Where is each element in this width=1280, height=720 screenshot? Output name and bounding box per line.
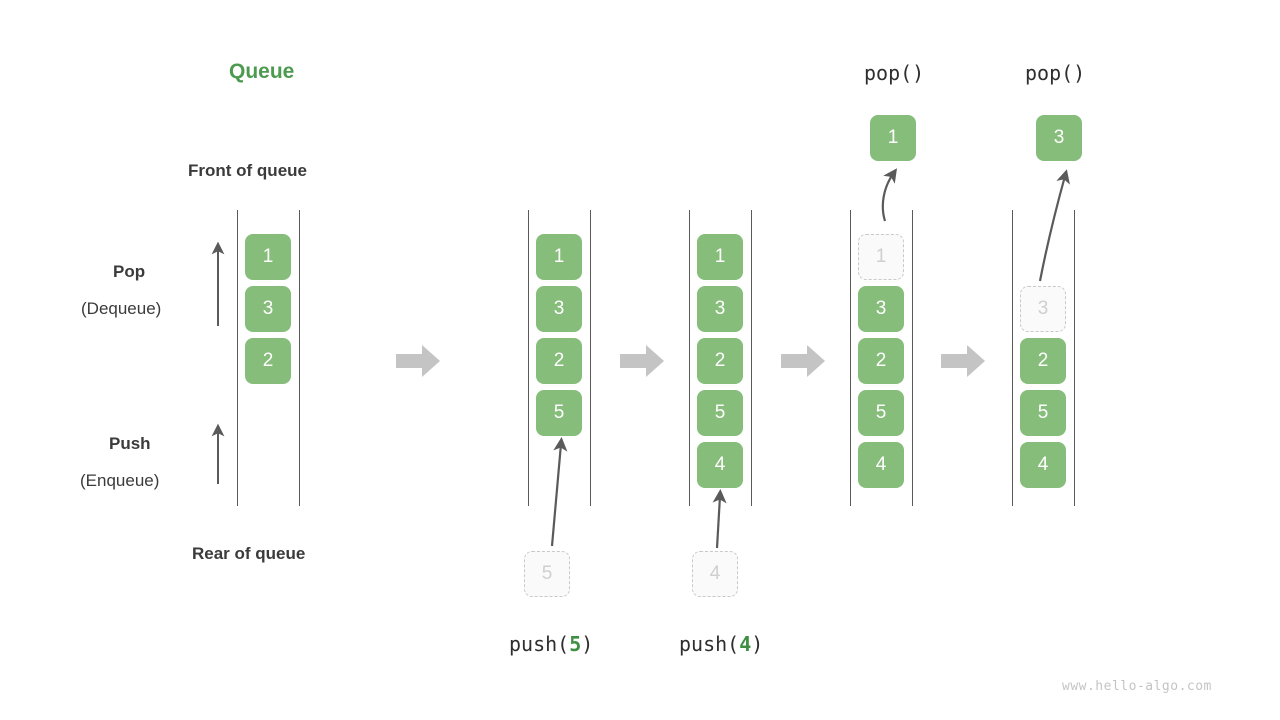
queue-cell: 1 (697, 234, 743, 280)
pop-1-arrow-icon (881, 168, 898, 222)
rear-of-queue-label: Rear of queue (192, 544, 306, 563)
queue-cell: 2 (858, 338, 904, 384)
queue-rail-right-1 (299, 210, 300, 506)
push-prefix: push( (509, 632, 570, 656)
queue-rail-right-4 (912, 210, 913, 506)
push-label: Push (109, 434, 151, 453)
queue-rail-left-1 (237, 210, 238, 506)
queue-cell-new: 5 (536, 390, 582, 436)
queue-cell: 2 (245, 338, 291, 384)
queue-cell-ghost: 1 (858, 234, 904, 280)
queue-cell: 5 (1020, 390, 1066, 436)
push-5-arrow-icon (550, 436, 568, 547)
queue-cell: 3 (697, 286, 743, 332)
queue-rail-right-5 (1074, 210, 1075, 506)
queue-rail-left-5 (1012, 210, 1013, 506)
push-direction-arrow-icon (211, 423, 225, 484)
queue-cell: 5 (697, 390, 743, 436)
push-arg: 5 (569, 632, 582, 656)
queue-cell: 4 (858, 442, 904, 488)
queue-cell: 3 (245, 286, 291, 332)
push-suffix: ) (581, 632, 594, 656)
push-prefix: push( (679, 632, 740, 656)
pop-direction-arrow-icon (211, 241, 225, 326)
queue-cell: 2 (536, 338, 582, 384)
pop-label: Pop (113, 262, 146, 281)
queue-rail-right-2 (590, 210, 591, 506)
watermark: www.hello-algo.com (1062, 679, 1212, 694)
push-suffix: ) (751, 632, 764, 656)
push-4-arrow-icon (712, 488, 727, 549)
queue-cell: 5 (858, 390, 904, 436)
queue-rail-right-3 (751, 210, 752, 506)
queue-cell: 3 (858, 286, 904, 332)
dequeue-label: (Dequeue) (81, 299, 162, 318)
queue-rail-left-2 (528, 210, 529, 506)
flow-arrow-icon (620, 345, 664, 377)
push-arg: 4 (739, 632, 752, 656)
pop-operation-label-2: pop() (1025, 61, 1086, 85)
queue-cell-ghost: 5 (524, 551, 570, 597)
push-4-operation-label: push(4) (679, 632, 763, 656)
pop-3-arrow-icon (1038, 169, 1070, 282)
flow-arrow-icon (941, 345, 985, 377)
queue-cell: 1 (536, 234, 582, 280)
queue-cell: 2 (697, 338, 743, 384)
flow-arrow-icon (396, 345, 440, 377)
queue-rail-left-4 (850, 210, 851, 506)
queue-cell: 2 (1020, 338, 1066, 384)
queue-rail-left-3 (689, 210, 690, 506)
popped-element: 3 (1036, 115, 1082, 161)
queue-cell: 4 (1020, 442, 1066, 488)
queue-cell-ghost: 4 (692, 551, 738, 597)
front-of-queue-label: Front of queue (188, 161, 307, 180)
queue-cell-new: 4 (697, 442, 743, 488)
page-title: Queue (229, 60, 295, 83)
queue-cell: 1 (245, 234, 291, 280)
popped-element: 1 (870, 115, 916, 161)
pop-operation-label-1: pop() (864, 61, 925, 85)
queue-cell-ghost: 3 (1020, 286, 1066, 332)
queue-cell: 3 (536, 286, 582, 332)
push-5-operation-label: push(5) (509, 632, 593, 656)
flow-arrow-icon (781, 345, 825, 377)
enqueue-label: (Enqueue) (80, 471, 160, 490)
